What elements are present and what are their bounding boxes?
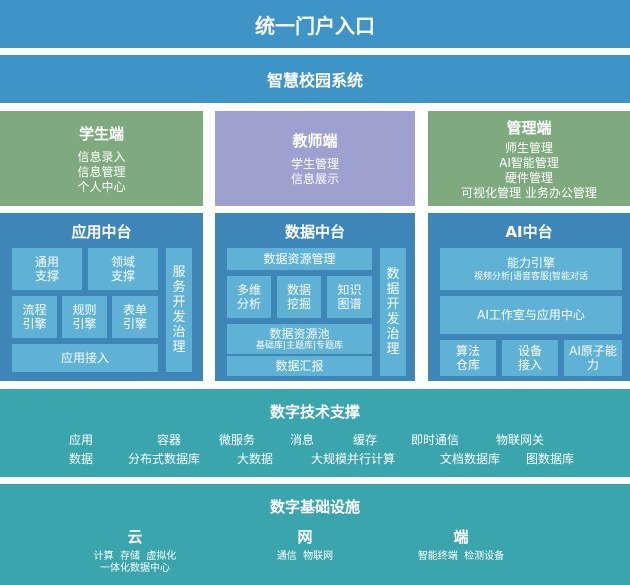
student-item-personal: 个人中心: [77, 179, 126, 194]
teacher-item-display: 信息展示: [290, 172, 339, 186]
infra-edge-title: 端: [453, 528, 469, 546]
app-center-title: 应用中台: [71, 223, 132, 241]
tech-item: 应用: [69, 433, 94, 447]
tech-item: 图数据库: [526, 452, 575, 466]
tech-item: 容器: [157, 433, 182, 447]
data-center-title: 数据中台: [284, 223, 345, 241]
algorithm-store: 算法 仓库: [440, 340, 496, 376]
infra-network: 网 通信 物联网: [250, 526, 360, 563]
tech-row-2: 数据 分布式数据库 大数据 大规模并行计算 文档数据库 图数据库: [0, 450, 630, 466]
admin-item-visual-office: 可视化管理 业务办公管理: [461, 185, 597, 200]
ai-atomic-capability: AI原子能 力: [564, 340, 622, 376]
app-center-panel: 应用中台 通用 支撑 领域 支撑 流程 引擎 规则 引擎 表单 引擎 应用接入 …: [0, 213, 203, 381]
capability-engine: 能力引擎 视频分析|语音客服|智能对话: [440, 248, 622, 290]
tech-item: 物联网关: [496, 433, 545, 447]
tech-item: 数据: [69, 452, 94, 466]
tech-item: 大数据: [237, 452, 274, 466]
student-item-input: 信息录入: [77, 149, 126, 164]
ai-center-title: AI中台: [505, 223, 553, 241]
data-mining: 数据 挖掘: [277, 276, 321, 318]
portal-bar: 统一门户入口: [0, 0, 630, 48]
portal-title: 统一门户入口: [255, 13, 375, 38]
admin-title: 管理端: [506, 118, 552, 137]
tech-item: 消息: [290, 433, 315, 447]
system-title: 智慧校园系统: [266, 71, 363, 90]
tech-item: 微服务: [219, 433, 256, 447]
ai-workshop: AI工作室与应用中心: [440, 296, 622, 334]
tech-item: 缓存: [353, 433, 378, 447]
infra-cloud-line2: 一体化数据中心: [100, 563, 170, 574]
domain-support: 领域 支撑: [88, 248, 158, 290]
admin-item-people: 师生管理: [504, 140, 553, 155]
data-resource-mgmt: 数据资源管理: [227, 248, 372, 270]
teacher-panel: 教师端 学生管理 信息展示: [215, 111, 415, 206]
infra-network-title: 网: [297, 528, 313, 546]
app-access: 应用接入: [12, 344, 158, 372]
data-center-panel: 数据中台 数据资源管理 多维 分析 数据 挖掘 知识 图谱 数据资源池 基础库|…: [215, 213, 415, 381]
tech-title: 数字技术支撑: [269, 403, 360, 421]
tech-support-panel: 数字技术支撑 应用 容器 微服务 消息 缓存 即时通信 物联网关 数据 分布式数…: [0, 389, 630, 477]
admin-item-hardware: 硬件管理: [504, 170, 553, 185]
knowledge-graph: 知识 图谱: [327, 276, 372, 318]
tech-item: 文档数据库: [440, 452, 501, 466]
infra-cloud: 云 计算 存储 虚拟化 一体化数据中心: [70, 526, 200, 575]
infra-cloud-line1: 计算 存储 虚拟化: [93, 551, 177, 562]
admin-item-ai: AI智能管理: [499, 155, 559, 170]
multi-dim-analysis: 多维 分析: [227, 276, 271, 318]
infra-network-line1: 通信 物联网: [276, 551, 334, 562]
infra-edge: 端 智能终端 检测设备: [400, 526, 522, 563]
student-panel: 学生端 信息录入 信息管理 个人中心: [0, 111, 203, 206]
student-item-manage: 信息管理: [77, 164, 126, 179]
tech-item: 分布式数据库: [128, 452, 201, 466]
tech-row-1: 应用 容器 微服务 消息 缓存 即时通信 物联网关: [0, 431, 630, 447]
data-dev-governance: 数据开发治理: [380, 248, 406, 376]
device-access: 设备 接入: [502, 340, 558, 376]
infra-edge-line1: 智能终端 检测设备: [417, 551, 505, 562]
tech-item: 即时通信: [411, 433, 460, 447]
ai-center-panel: AI中台 能力引擎 视频分析|语音客服|智能对话 AI工作室与应用中心 算法 仓…: [428, 213, 630, 381]
teacher-item-student-mgmt: 学生管理: [290, 157, 339, 171]
rule-engine: 规则 引擎: [62, 296, 107, 338]
flow-engine: 流程 引擎: [12, 296, 57, 338]
teacher-title: 教师端: [292, 132, 338, 150]
form-engine: 表单 引擎: [112, 296, 158, 338]
general-support: 通用 支撑: [12, 248, 82, 290]
infra-title: 数字基础设施: [269, 498, 360, 516]
data-resource-pool: 数据资源池 基础库|主题库|专题库: [227, 324, 372, 354]
service-dev-governance: 服务开发治理: [166, 248, 192, 372]
infra-cloud-title: 云: [127, 528, 143, 546]
data-gather: 数据汇报: [227, 356, 372, 376]
system-bar: 智慧校园系统: [0, 55, 630, 103]
infra-panel: 数字基础设施 云 计算 存储 虚拟化 一体化数据中心 网 通信 物联网 端 智能…: [0, 484, 630, 585]
admin-panel: 管理端 师生管理 AI智能管理 硬件管理 可视化管理 业务办公管理: [428, 111, 630, 206]
student-title: 学生端: [78, 124, 124, 143]
tech-item: 大规模并行计算: [311, 452, 396, 466]
